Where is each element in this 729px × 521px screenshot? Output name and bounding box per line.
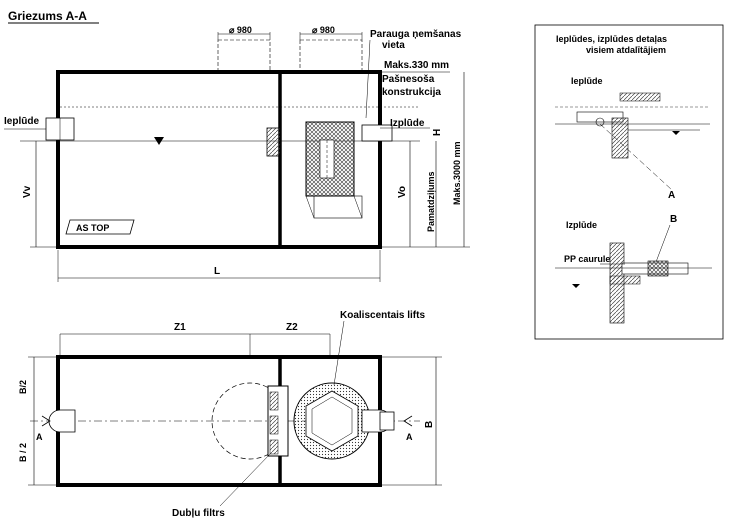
label-H: H	[432, 129, 443, 136]
label-Z2: Z2	[286, 322, 298, 333]
sampling-place-2: vieta	[382, 40, 405, 51]
water-level-marker	[154, 137, 164, 145]
pipe-diameter-right: ⌀ 980	[312, 25, 335, 35]
pipe-diameter-left: ⌀ 980	[229, 25, 252, 35]
outlet-label: Izplūde	[390, 118, 425, 129]
elevation-view: ⌀ 980 ⌀ 980 Ieplūde Izplūde H Parauga ņe…	[4, 25, 470, 282]
partition-filter	[266, 127, 281, 157]
detail-panel: Ieplūdes, izplūdes detaļas visiem atdalī…	[534, 24, 724, 340]
tank-wall	[56, 70, 382, 249]
label-Vo: Vo	[397, 186, 408, 198]
section-title: Griezums A-A	[8, 9, 87, 23]
label-B-half-top: B/2	[18, 380, 28, 394]
double-filter-label: Dubļu filtrs	[172, 508, 225, 519]
label-Vv: Vv	[22, 185, 33, 198]
detail-title-1: Ieplūdes, izplūdes detaļas	[556, 34, 667, 44]
inlet-label: Ieplūde	[4, 116, 39, 127]
access-shaft-right	[299, 39, 363, 74]
sampling-place-1: Parauga ņemšanas	[370, 29, 462, 40]
max-3000-label: Maks.3000 mm	[452, 141, 462, 205]
section-marker-A-left: A	[36, 432, 43, 442]
access-shaft-left	[217, 39, 271, 74]
label-L: L	[214, 266, 220, 277]
max-330-label: Maks.330 mm	[384, 60, 449, 71]
self-supporting-2: konstrukcija	[382, 87, 441, 98]
plan-view: Z1 Z2 A A B/2 B / 2	[18, 310, 442, 519]
label-B: B	[424, 421, 435, 428]
coalescent-lift-label: Koaliscentais lifts	[340, 310, 425, 321]
detail-inlet-heading: Ieplūde	[571, 76, 603, 86]
section-marker-A-right: A	[406, 432, 413, 442]
brand-plate	[65, 219, 135, 235]
outlet-pipe	[361, 124, 393, 142]
detail-label-A: A	[668, 190, 675, 201]
detail-label-B: B	[670, 214, 677, 225]
self-supporting-1: Pašnesoša	[382, 74, 435, 85]
detail-title-2: visiem atdalītājiem	[586, 45, 666, 55]
detail-outlet-heading: Izplūde	[566, 220, 597, 230]
label-B-half-bottom: B / 2	[18, 443, 28, 462]
brand-text: AS TOP	[76, 223, 109, 233]
inlet-plan	[48, 409, 76, 433]
detail-pp-pipe-label: PP caurule	[564, 254, 610, 264]
label-Z1: Z1	[174, 322, 186, 333]
foundation-depth-label: Pamatdziļums	[426, 171, 436, 232]
